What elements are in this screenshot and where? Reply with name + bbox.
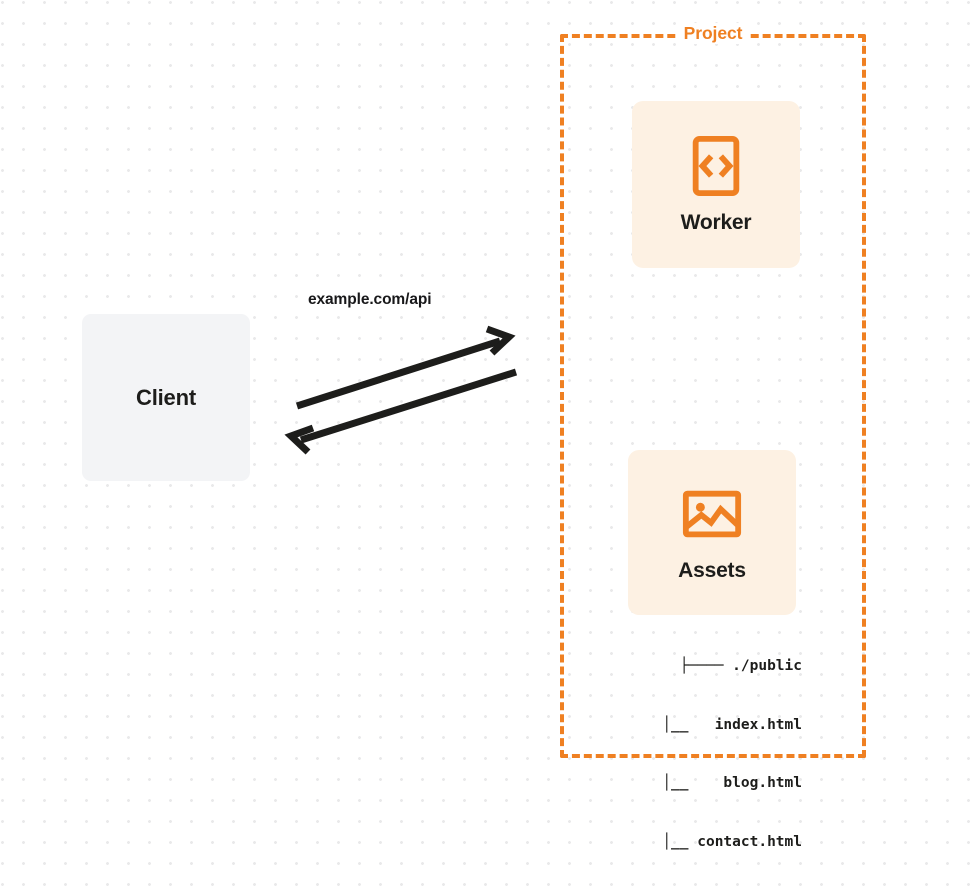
worker-card[interactable]: Worker	[632, 101, 800, 268]
assets-card-label: Assets	[678, 558, 746, 582]
project-group-title: Project	[676, 23, 750, 45]
client-label: Client	[136, 384, 196, 410]
arrow-right-icon	[295, 325, 516, 410]
arrow-left-icon	[284, 368, 518, 455]
file-tree-row: │__ blog.html	[636, 775, 802, 791]
file-tree-row: ├──── ./public	[679, 658, 802, 674]
assets-card[interactable]: Assets	[628, 450, 796, 615]
image-icon	[682, 490, 742, 537]
worker-card-label: Worker	[680, 210, 752, 234]
project-group: Project	[560, 23, 866, 758]
client-node[interactable]: Client	[82, 314, 250, 481]
file-tree-row: │__ contact.html	[636, 833, 802, 850]
file-tree-row: │__ index.html	[636, 716, 802, 733]
connection-label: example.com/api	[308, 291, 432, 308]
diagram-canvas: Client example.com/api Project Worker	[82, 23, 866, 850]
code-brackets-icon	[692, 135, 740, 196]
assets-file-tree: ├──── ./public │__ index.html │__ blog.h…	[606, 618, 802, 891]
